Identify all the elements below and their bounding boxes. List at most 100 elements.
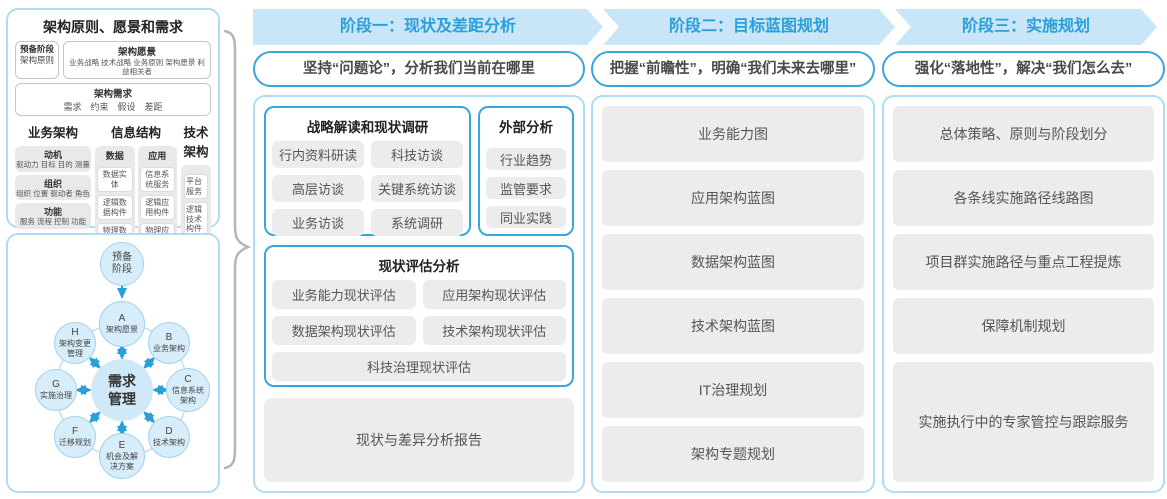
technology-architecture-title: 技术架构 [183,126,209,159]
motivation-sub: 驱动力 目标 目的 测量 [16,160,90,169]
phase2-item: 架构专题规划 [602,426,864,482]
assessment-item: 业务能力现状评估 [272,280,416,309]
adm-node-h-letter: H [71,327,79,339]
phase3-panel: 总体策略、原则与阶段划分 各条线实施路径线路图 项目群实施路径与重点工程提炼 保… [882,95,1165,493]
architecture-principles-panel: 架构原则、愿景和需求 预备阶段 架构原则 架构愿景 业务战略 技术战略 业务原则… [6,8,220,326]
arch-requirements-box: 架构需求 需求 约束 假设 差距 [15,83,211,116]
arrow-up-left [88,356,101,369]
strategy-survey-box: 战略解读和现状调研 行内资料研读 科技访谈 高层访谈 关键系统访谈 业务访谈 系… [264,106,471,236]
function-box: 功能 服务 流程 控制 功能 [15,203,91,229]
function-sub: 服务 流程 控制 功能 [19,217,87,227]
phase1-slogan: 坚持“问题论”，分析我们当前在哪里 [253,51,585,87]
organization-title: 组织 [43,178,62,189]
architecture-columns: 业务架构 动机 驱动力 目标 目的 测量 组织 组织 位置 驱动者 角色 功能 … [15,122,211,279]
phase1-panel: 战略解读和现状调研 行内资料研读 科技访谈 高层访谈 关键系统访谈 业务访谈 系… [253,95,585,493]
survey-item: 业务访谈 [272,209,364,236]
adm-node-h: H 架构变更管理 [54,322,96,364]
adm-node-d: D 技术架构 [148,416,190,458]
phase3-item: 总体策略、原则与阶段划分 [893,106,1154,162]
phase2-item: 技术架构蓝图 [602,298,864,354]
adm-center-circle: 需求管理 [91,359,153,421]
info-system-service-chip: 信息系统服务 [139,167,175,193]
phase3-items: 总体策略、原则与阶段划分 各条线实施路径线路图 项目群实施路径与重点工程提炼 保… [893,106,1154,483]
adm-node-a-label: 架构愿景 [106,325,138,335]
function-title: 功能 [43,207,62,218]
survey-item: 系统调研 [371,209,463,236]
phase1-banner: 阶段一：现状及差距分析 [253,9,603,45]
adm-node-g: G 实施治理 [35,369,77,411]
information-structure-column: 信息结构 数据 数据实体 逻辑数据构件 物理数据构件 应用 信息系统服务 逻辑应… [95,122,177,279]
business-architecture-column: 业务架构 动机 驱动力 目标 目的 测量 组织 组织 位置 驱动者 角色 功能 … [15,122,91,279]
adm-node-g-letter: G [52,379,60,391]
strategy-survey-grid: 行内资料研读 科技访谈 高层访谈 关键系统访谈 业务访谈 系统调研 [272,141,463,236]
adm-node-d-letter: D [165,426,173,438]
adm-node-f-label: 迁移规划 [59,438,91,448]
assessment-grid: 业务能力现状评估 应用架构现状评估 数据架构现状评估 技术架构现状评估 科技治理… [272,280,566,381]
organization-sub: 组织 位置 驱动者 角色 [16,188,90,198]
prep-phase-box: 预备阶段 架构原则 [15,41,59,79]
logical-data-chip: 逻辑数据构件 [97,195,133,221]
panel-title: 架构原则、愿景和需求 [43,19,183,35]
logical-app-chip: 逻辑应用构件 [139,195,175,221]
phase3-item: 各条线实施路径线路图 [893,169,1154,226]
phase3-item: 项目群实施路径与重点工程提炼 [893,233,1154,290]
logical-tech-chip: 逻辑技术构件 [184,202,208,237]
phase2-item: 应用架构蓝图 [602,170,864,226]
adm-node-c-letter: C [184,374,192,386]
phase3-item: 保障机制规划 [893,297,1154,354]
arrow-down-right [143,411,156,424]
adm-node-d-label: 技术架构 [153,438,185,448]
arch-requirements-title: 架构需求 [93,89,132,100]
phase2-item: 数据架构蓝图 [602,234,864,290]
arrow-up-right [143,356,156,369]
phase3-slogan: 强化“落地性”，解决“我们怎么去” [882,51,1165,87]
phase2-item: IT治理规划 [602,362,864,418]
arch-requirements-subtitle: 需求 约束 假设 差距 [63,102,163,112]
adm-cycle-panel: 预备阶段 需求管理 A 架构愿景 B 业务架构 C 信息系统架构 D 技术架构 … [6,233,220,493]
data-entity-chip: 数据实体 [97,167,133,193]
phase1-top-row: 战略解读和现状调研 行内资料研读 科技访谈 高层访谈 关键系统访谈 业务访谈 系… [264,106,574,236]
adm-center-label: 需求管理 [108,372,136,407]
motivation-box: 动机 驱动力 目标 目的 测量 [15,146,91,172]
arch-vision-title: 架构愿景 [117,47,156,58]
external-item: 行业趋势 [486,148,566,170]
prep-vision-row: 预备阶段 架构原则 架构愿景 业务战略 技术战略 业务原则 架构愿景 利益相关者 [15,41,211,79]
survey-item: 行内资料研读 [272,141,364,168]
motivation-title: 动机 [43,150,62,160]
external-item: 监管要求 [486,177,566,199]
left-brace [223,29,252,470]
phase2-items: 业务能力图 应用架构蓝图 数据架构蓝图 技术架构蓝图 IT治理规划 架构专题规划 [602,106,864,482]
phase2-banner: 阶段二：目标蓝图规划 [603,9,895,45]
assessment-item: 技术架构现状评估 [422,316,566,345]
phase3-item: 实施执行中的专家管控与跟踪服务 [893,361,1154,483]
platform-service-chip: 平台服务 [184,174,208,200]
arch-principle-label: 架构原则 [19,54,54,65]
assessment-item: 数据架构现状评估 [272,316,416,345]
data-subcolumn-title: 数据 [105,151,124,161]
external-item: 同业实践 [486,206,566,228]
adm-node-g-label: 实施治理 [40,391,72,401]
assessment-item: 应用架构现状评估 [422,280,566,309]
assessment-title: 现状评估分析 [378,259,460,274]
adm-node-b-letter: B [165,332,173,344]
phase2-slogan: 把握“前瞻性”，明确“我们未来去哪里” [591,51,875,87]
prep-phase-label: 预备阶段 [19,44,54,54]
survey-item: 科技访谈 [371,141,463,168]
strategy-survey-title: 战略解读和现状调研 [306,120,429,135]
adm-prep-label: 预备阶段 [112,251,132,276]
assessment-item: 科技治理现状评估 [272,352,566,381]
survey-item: 高层访谈 [272,175,364,202]
external-analysis-title: 外部分析 [499,120,553,135]
adm-node-b: B 业务架构 [148,322,190,364]
survey-item: 关键系统访谈 [371,175,463,202]
organization-box: 组织 组织 位置 驱动者 角色 [15,174,91,201]
phase2-panel: 业务能力图 应用架构蓝图 数据架构蓝图 技术架构蓝图 IT治理规划 架构专题规划 [591,95,875,493]
business-architecture-title: 业务架构 [27,126,78,140]
adm-node-e: E 机会及解决方案 [99,433,145,479]
adm-node-c-label: 信息系统架构 [172,386,204,405]
adm-node-e-label: 机会及解决方案 [106,452,138,471]
information-structure-title: 信息结构 [110,126,161,140]
adm-node-h-label: 架构变更管理 [59,339,91,358]
assessment-box: 现状评估分析 业务能力现状评估 应用架构现状评估 数据架构现状评估 技术架构现状… [264,245,574,387]
adm-node-a: A 架构愿景 [99,301,145,347]
